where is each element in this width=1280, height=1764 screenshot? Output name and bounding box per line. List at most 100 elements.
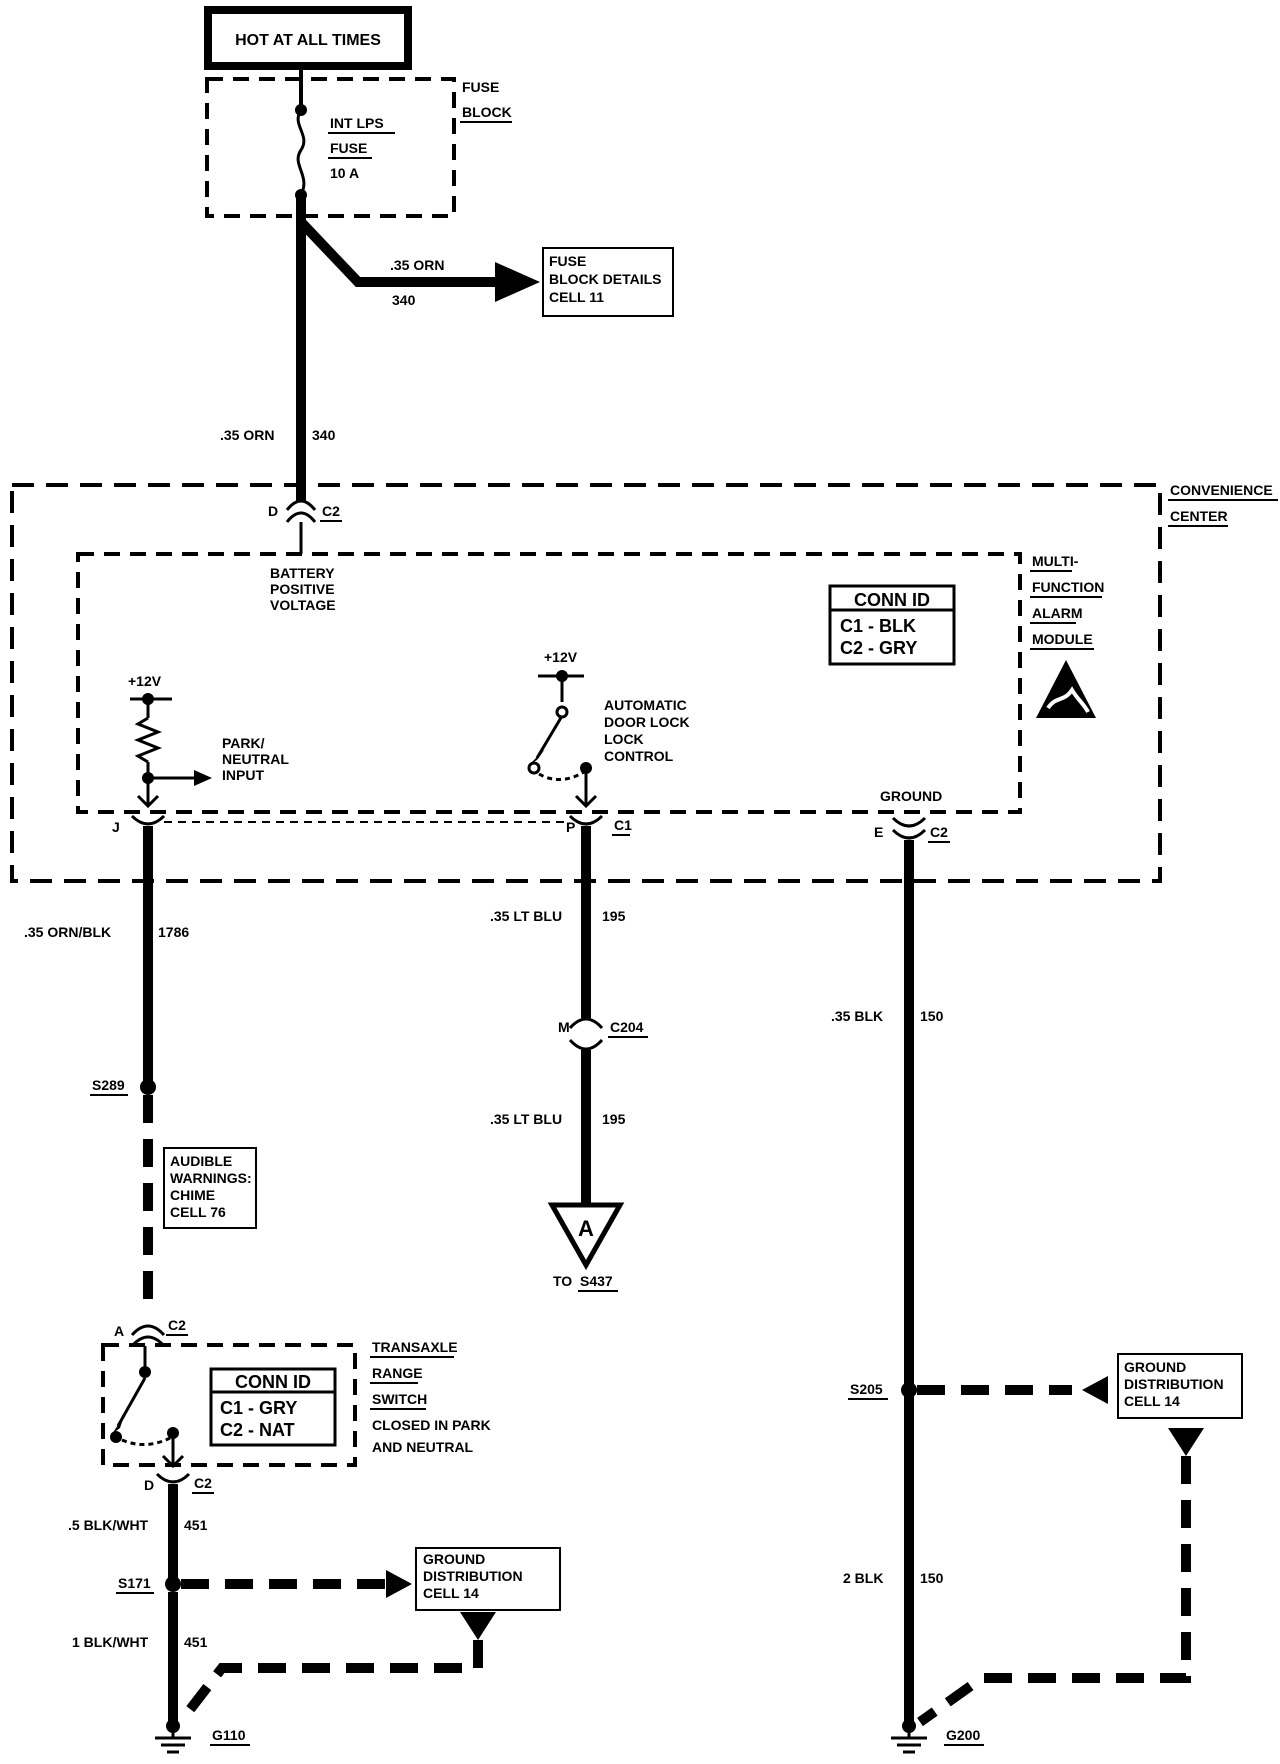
alarm-module-label-4: MODULE (1032, 631, 1093, 647)
feed-wire-circuit: 340 (312, 427, 336, 443)
switch-conn-bottom: C2 (194, 1475, 212, 1491)
module-conn-id-c2: C2 - GRY (840, 638, 917, 658)
park-neutral-input-circuit: +12V PARK/ NEUTRAL INPUT (128, 673, 289, 809)
lock-conn: C1 (614, 817, 632, 833)
fuse-details-ref-box (542, 247, 674, 317)
c204-pin: M (558, 1019, 570, 1035)
battery-label-3: VOLTAGE (270, 597, 336, 613)
lock-label-4: CONTROL (604, 748, 674, 764)
park-supply: +12V (128, 673, 162, 689)
splice-s171 (165, 1576, 181, 1592)
fuse-details-ref-2: BLOCK DETAILS (549, 271, 662, 287)
offpage-a-label: A (578, 1216, 594, 1241)
fuse-name: INT LPS (330, 115, 384, 131)
s205-ground-ref-arrow (1168, 1428, 1204, 1456)
offpage-to-label: TO (553, 1273, 572, 1289)
splice-s289-label: S289 (92, 1077, 125, 1093)
switch-conn-id-c1: C1 - GRY (220, 1398, 297, 1418)
park-pin: J (112, 819, 120, 835)
fuse-block-label-1: FUSE (462, 79, 499, 95)
module-conn-id-c1: C1 - BLK (840, 616, 916, 636)
ground-g200-label: G200 (946, 1727, 980, 1743)
splice-s205 (901, 1382, 917, 1398)
switch-label-2: RANGE (372, 1365, 423, 1381)
lock-label-3: LOCK (604, 731, 644, 747)
chime-ref-2: WARNINGS: (170, 1170, 252, 1186)
wire-1786-circuit: 1786 (158, 924, 189, 940)
s171-ground-ref-box (415, 1547, 561, 1611)
pull-up-resistor (133, 716, 163, 764)
s205-ground-return-dashed (917, 1456, 1191, 1727)
fuse-details-ref-3: CELL 11 (549, 289, 604, 305)
c204-connector (568, 1017, 604, 1051)
splice-s289 (140, 1079, 156, 1095)
offpage-connector-a (547, 1202, 625, 1271)
convenience-center-label-2: CENTER (1170, 508, 1228, 524)
ground-g110-icon (155, 1719, 191, 1754)
lock-switch-blade (535, 715, 564, 759)
switch-conn-top: C2 (168, 1317, 186, 1333)
switch-label-5: AND NEUTRAL (372, 1439, 474, 1455)
battery-pin: D (268, 503, 278, 519)
park-label-2: NEUTRAL (222, 751, 289, 767)
fuse-details-circuit: 340 (392, 292, 416, 308)
alarm-module-outline (76, 552, 1022, 814)
battery-label-1: BATTERY (270, 565, 335, 581)
park-label-1: PARK/ (222, 735, 265, 751)
fuse-symbol (296, 109, 306, 196)
hot-label: HOT AT ALL TIMES (235, 32, 381, 49)
fuse-block-label-2: BLOCK (462, 104, 512, 120)
s205-ground-ref-box (1117, 1353, 1243, 1419)
ground-pin: E (874, 824, 883, 840)
fuse-block-outline (205, 77, 456, 218)
switch-bottom-connector (155, 1472, 191, 1484)
switch-conn-id-title: CONN ID (235, 1372, 311, 1392)
ground-pin-connector (891, 816, 927, 840)
alarm-module-label-3: ALARM (1032, 605, 1083, 621)
switch-label-4: CLOSED IN PARK (372, 1417, 491, 1433)
park-pin-connector (130, 814, 166, 826)
s171-ground-ref-arrow (460, 1612, 496, 1640)
park-label-3: INPUT (222, 767, 264, 783)
chime-ref-4: CELL 76 (170, 1204, 226, 1220)
c204-label: C204 (610, 1019, 644, 1035)
wire-451-upper-circuit: 451 (184, 1517, 208, 1533)
wire-150-upper-circuit: 150 (920, 1008, 944, 1024)
battery-label-2: POSITIVE (270, 581, 335, 597)
transaxle-switch-blade (116, 1377, 147, 1427)
battery-connector (285, 499, 317, 523)
module-conn-id-title: CONN ID (854, 590, 930, 610)
wire-195-upper-circuit: 195 (602, 908, 626, 924)
switch-pin-top: A (114, 1323, 124, 1339)
battery-conn: C2 (322, 503, 340, 519)
alarm-module-label-2: FUNCTION (1032, 579, 1104, 595)
s171-ground-ref-1: GROUND (423, 1551, 485, 1567)
lock-supply: +12V (544, 649, 578, 665)
esd-warning-icon (1036, 660, 1096, 718)
ground-g200-icon (891, 1719, 927, 1754)
s171-ground-ref-3: CELL 14 (423, 1585, 479, 1601)
fuse-details-arrow (495, 262, 540, 302)
chime-ref-3: CHIME (170, 1187, 215, 1203)
wire-195-upper-color: .35 LT BLU (490, 908, 562, 924)
chime-ref-box (163, 1147, 257, 1229)
s205-ground-ref-3: CELL 14 (1124, 1393, 1180, 1409)
s205-ground-ref-2: DISTRIBUTION (1124, 1376, 1224, 1392)
ground-label: GROUND (880, 788, 942, 804)
fuse-details-ref-1: FUSE (549, 253, 586, 269)
lock-label-1: AUTOMATIC (604, 697, 687, 713)
wire-451-upper-color: .5 BLK/WHT (68, 1517, 149, 1533)
switch-label-1: TRANSAXLE (372, 1339, 458, 1355)
fuse-label: FUSE (330, 140, 367, 156)
wire-195-lower-color: .35 LT BLU (490, 1111, 562, 1127)
switch-label-3: SWITCH (372, 1391, 427, 1407)
s171-ground-ref-2: DISTRIBUTION (423, 1568, 523, 1584)
door-lock-control-circuit: +12V AUTOMATIC DOOR LOCK LOCK CONTROL (527, 649, 690, 809)
fuse-details-wire-color: .35 ORN (390, 257, 444, 273)
fuse-rating: 10 A (330, 165, 359, 181)
feed-wire-color: .35 ORN (220, 427, 274, 443)
ground-conn: C2 (930, 824, 948, 840)
s171-ground-return-dashed (178, 1640, 483, 1724)
switch-conn-id-box: CONN ID C1 - GRY C2 - NAT (209, 1367, 337, 1447)
